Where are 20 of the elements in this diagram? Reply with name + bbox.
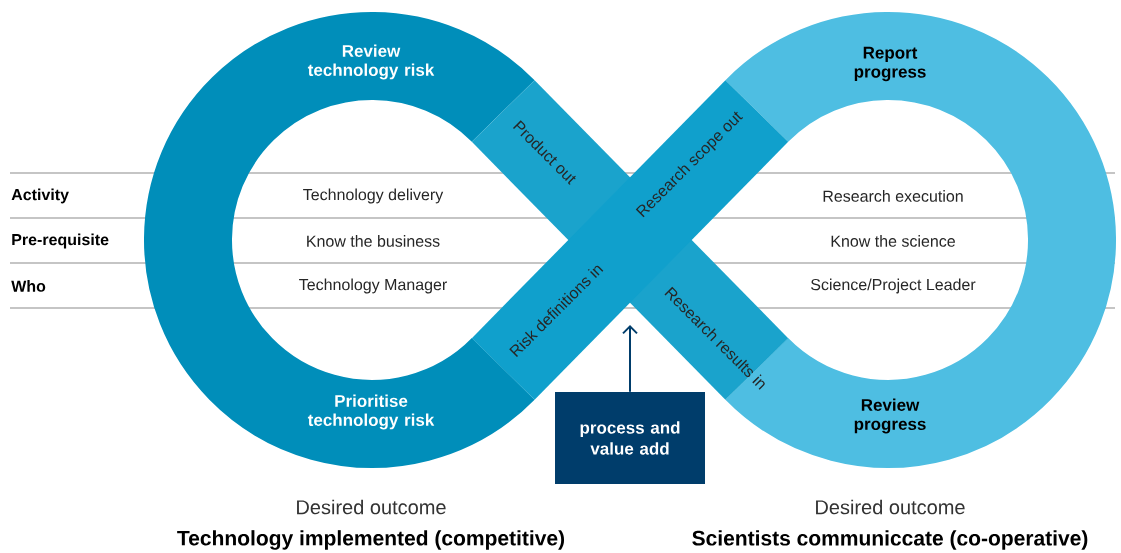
outcome-heading: Scientists communiccate (co-operative) [692,530,1088,550]
stage-label: Review technology risk [307,44,435,80]
table-cell: Science/Project Leader [811,278,976,294]
table-cell: Technology Manager [299,278,447,294]
table-cell: Research execution [823,190,963,202]
table-cell: Know the business [307,235,440,247]
row-heading: Pre-requisite [12,233,109,249]
row-heading: Activity [11,188,69,204]
outcome-heading: Technology implemented (competitive) [177,530,565,550]
stage-label: Review progress [854,398,926,434]
figure-eight-drawing [144,12,1116,468]
stage-label: Report progress [854,46,926,82]
stage-label: Prioritise technology risk [307,394,435,430]
arrow [622,325,638,393]
outcome-label: Desired outcome [297,499,446,515]
outcome-label: Desired outcome [816,499,965,515]
row-heading: Who [11,280,46,292]
table-cell: Know the science [831,235,955,247]
process-box: process and value add [555,392,705,484]
table-cell: Technology delivery [303,188,444,204]
